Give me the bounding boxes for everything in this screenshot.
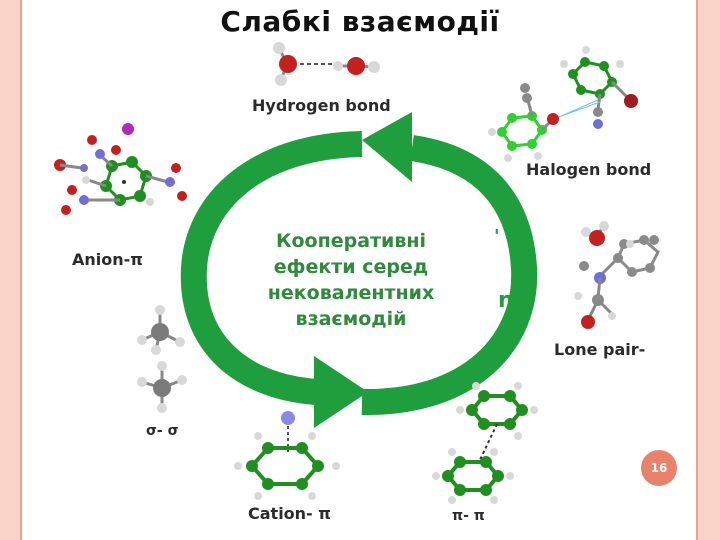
center-caption-line: ефекти серед — [273, 256, 429, 278]
label-pi-pi: π- π — [452, 508, 485, 524]
center-caption-line: нековалентних — [267, 282, 435, 304]
cation-pi-molecule — [234, 411, 340, 500]
halogen-bond-molecule — [488, 46, 638, 162]
cycle-arrows — [180, 112, 538, 428]
cycle-arrow-left-head — [314, 356, 368, 428]
sigma-sigma-molecules — [137, 305, 187, 413]
right-border-line — [696, 0, 698, 540]
partial-text-ns: ns — [498, 288, 527, 313]
center-caption-line: взаємодій — [295, 308, 407, 330]
label-halogen-bond: Halogen bond — [526, 160, 652, 179]
label-lone-pair: Lone pair- — [554, 340, 646, 359]
left-border-line — [20, 0, 22, 540]
page-number-badge: 16 — [641, 450, 677, 486]
cycle-arrow-right-head — [362, 112, 412, 182]
label-anion-pi: Anion-π — [72, 250, 143, 269]
center-caption: Кооперативні ефекти серед нековалентних … — [232, 228, 470, 332]
center-caption-line: Кооперативні — [275, 230, 427, 252]
cycle-arrow-left — [180, 131, 363, 405]
label-cation-pi: Cation- π — [248, 504, 331, 523]
anion-pi-molecule — [54, 123, 187, 215]
slide-title: Слабкі взаємодії — [220, 5, 500, 38]
pi-pi-molecules — [432, 382, 538, 504]
right-border-band — [698, 0, 720, 540]
cycle-arrow-right — [361, 135, 538, 416]
partial-text-apostrophe: ' — [494, 226, 500, 247]
lone-pair-molecule — [574, 221, 660, 329]
left-border-band — [0, 0, 20, 540]
label-sigma-sigma: σ- σ — [146, 423, 179, 439]
label-hydrogen-bond: Hydrogen bond — [252, 96, 391, 115]
hydrogen-bond-molecule — [273, 42, 380, 86]
